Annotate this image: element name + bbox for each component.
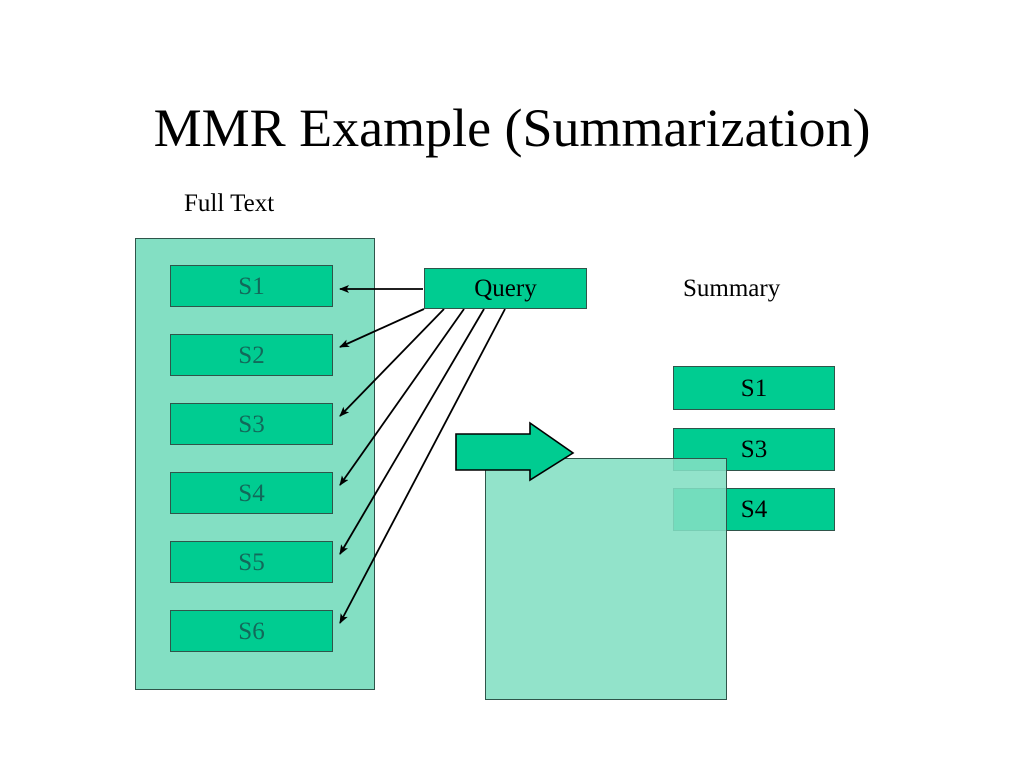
query-box[interactable]: Query — [424, 268, 587, 309]
full-text-sentence-s1[interactable]: S1 — [170, 265, 333, 307]
full-text-sentence-s6[interactable]: S6 — [170, 610, 333, 652]
full-text-sentence-s5[interactable]: S5 — [170, 541, 333, 583]
summary-sentence-s1[interactable]: S1 — [673, 366, 835, 410]
full-text-sentence-s2[interactable]: S2 — [170, 334, 333, 376]
summary-panel — [485, 458, 727, 700]
full-text-caption: Full Text — [184, 190, 275, 217]
page-title: MMR Example (Summarization) — [153, 98, 871, 158]
full-text-sentence-s3[interactable]: S3 — [170, 403, 333, 445]
summary-caption: Summary — [683, 275, 781, 302]
full-text-sentence-s4[interactable]: S4 — [170, 472, 333, 514]
